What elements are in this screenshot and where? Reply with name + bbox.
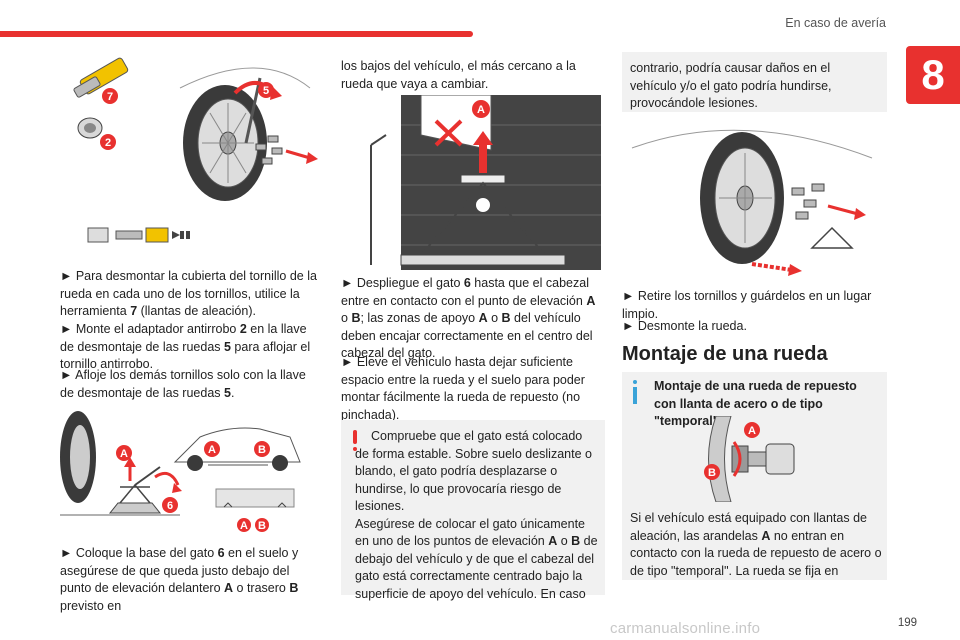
label-A-car-badge: A: [204, 441, 220, 457]
instruction-remove-wheel: ► Desmonte la rueda.: [622, 319, 747, 333]
svg-text:B: B: [258, 520, 266, 532]
antitheft-adapter-icon: [77, 117, 103, 139]
svg-text:B: B: [258, 444, 266, 456]
wheel-arrow-icon: [751, 262, 802, 276]
label-B-detail-badge: B: [255, 518, 269, 532]
figure-remove-bolts: [622, 118, 887, 278]
wheel-bolts-icon: [255, 135, 283, 165]
header-accent-bar: [0, 31, 473, 37]
svg-text:A: A: [208, 444, 216, 456]
wheel-side-view-icon: [60, 411, 180, 516]
svg-text:A: A: [120, 448, 128, 460]
underbody-detail-icon: [215, 488, 295, 508]
warning-box-jack-stability: Compruebe que el gato está colocado de f…: [341, 420, 605, 601]
info-box-spare-wheel: Montaje de una rueda de repuesto con lla…: [622, 372, 887, 580]
header-section-title: En caso de avería: [785, 16, 886, 30]
label-A-badge: A: [744, 422, 760, 438]
instruction-antitheft-adapter: ► Monte el adaptador antirrobo 2 en la l…: [60, 322, 311, 371]
figure-wheel-bolt-tools: 7 2 5: [60, 48, 322, 263]
wrong-point-cross-icon: [434, 119, 463, 147]
lift-arrow-icon: [473, 131, 493, 173]
info-box-title: Montaje de una rueda de repuesto con lla…: [654, 379, 857, 428]
svg-text:6: 6: [167, 500, 173, 512]
figure-jack-lifting-points: A 6 A B A B: [60, 407, 322, 537]
bolt-arrow-icon: [827, 204, 866, 220]
wheel-drawing-icon: [179, 67, 311, 201]
svg-text:A: A: [240, 520, 248, 532]
jack-base-icon: [108, 457, 182, 514]
removal-arrow-icon: [285, 149, 318, 164]
car-silhouette-icon: [173, 427, 301, 471]
section-heading-wheel-mounting: Montaje de una rueda: [622, 343, 828, 365]
info-icon: [632, 380, 638, 404]
scissor-jack-icon: [370, 134, 566, 266]
warning-continuation-text: contrario, podría causar daños en el veh…: [630, 61, 832, 110]
instruction-remove-bolt-covers: ► Para desmontar la cubierta del tornill…: [60, 269, 317, 318]
wheel-drawing-icon: [631, 129, 873, 264]
label-5-badge: 5: [258, 82, 274, 98]
label-A-detail-badge: A: [237, 518, 251, 532]
instruction-remove-bolts: ► Retire los tornillos y guárdelos en un…: [622, 289, 872, 321]
instruction-deploy-jack: ► Despliegue el gato 6 hasta que el cabe…: [341, 276, 596, 360]
svg-text:7: 7: [107, 91, 113, 103]
warning-text: Compruebe que el gato está colocado de f…: [355, 428, 599, 603]
figure-spare-wheel-bolt: A B: [696, 415, 816, 508]
tool-sequence-icon: [87, 227, 190, 243]
svg-text:B: B: [708, 467, 716, 479]
label-7-badge: 7: [102, 88, 118, 104]
instruction-loosen-bolts: ► Afloje los demás tornillos solo con la…: [60, 368, 306, 400]
label-A-badge: A: [116, 445, 132, 461]
bolt-cover-tool-icon: [73, 57, 129, 98]
wheel-hub-icon: [708, 415, 795, 503]
svg-text:A: A: [477, 104, 485, 116]
svg-text:A: A: [748, 425, 756, 437]
warning-text-stability: Compruebe que el gato está colocado de f…: [355, 429, 592, 513]
instruction-place-jack-base: ► Coloque la base del gato 6 en el suelo…: [60, 546, 299, 613]
warning-text-position: Asegúrese de colocar el gato únicamente …: [355, 516, 598, 601]
label-2-badge: 2: [100, 134, 116, 150]
label-B-car-badge: B: [254, 441, 270, 457]
figure-jack-under-car: A: [341, 95, 605, 270]
label-A-badge: A: [472, 100, 490, 118]
chapter-number-tab: 8: [906, 46, 960, 104]
warning-exclamation-icon: [351, 430, 359, 452]
watermark: carmanualsonline.info: [610, 620, 761, 637]
jack-icon: [810, 226, 854, 249]
page-number: 199: [897, 617, 917, 629]
label-6-badge: 6: [162, 497, 178, 513]
instruction-raise-vehicle: ► Eleve el vehículo hasta dejar suficien…: [341, 355, 585, 422]
info-box-text: Si el vehículo está equipado con llantas…: [630, 511, 882, 578]
label-B-badge: B: [704, 464, 720, 480]
svg-text:2: 2: [105, 137, 111, 149]
wheel-bolts-icon: [791, 183, 825, 220]
svg-text:5: 5: [263, 85, 269, 97]
warning-box-continued: contrario, podría causar daños en el veh…: [622, 52, 887, 112]
continuation-text: los bajos del vehículo, el más cercano a…: [341, 59, 576, 91]
